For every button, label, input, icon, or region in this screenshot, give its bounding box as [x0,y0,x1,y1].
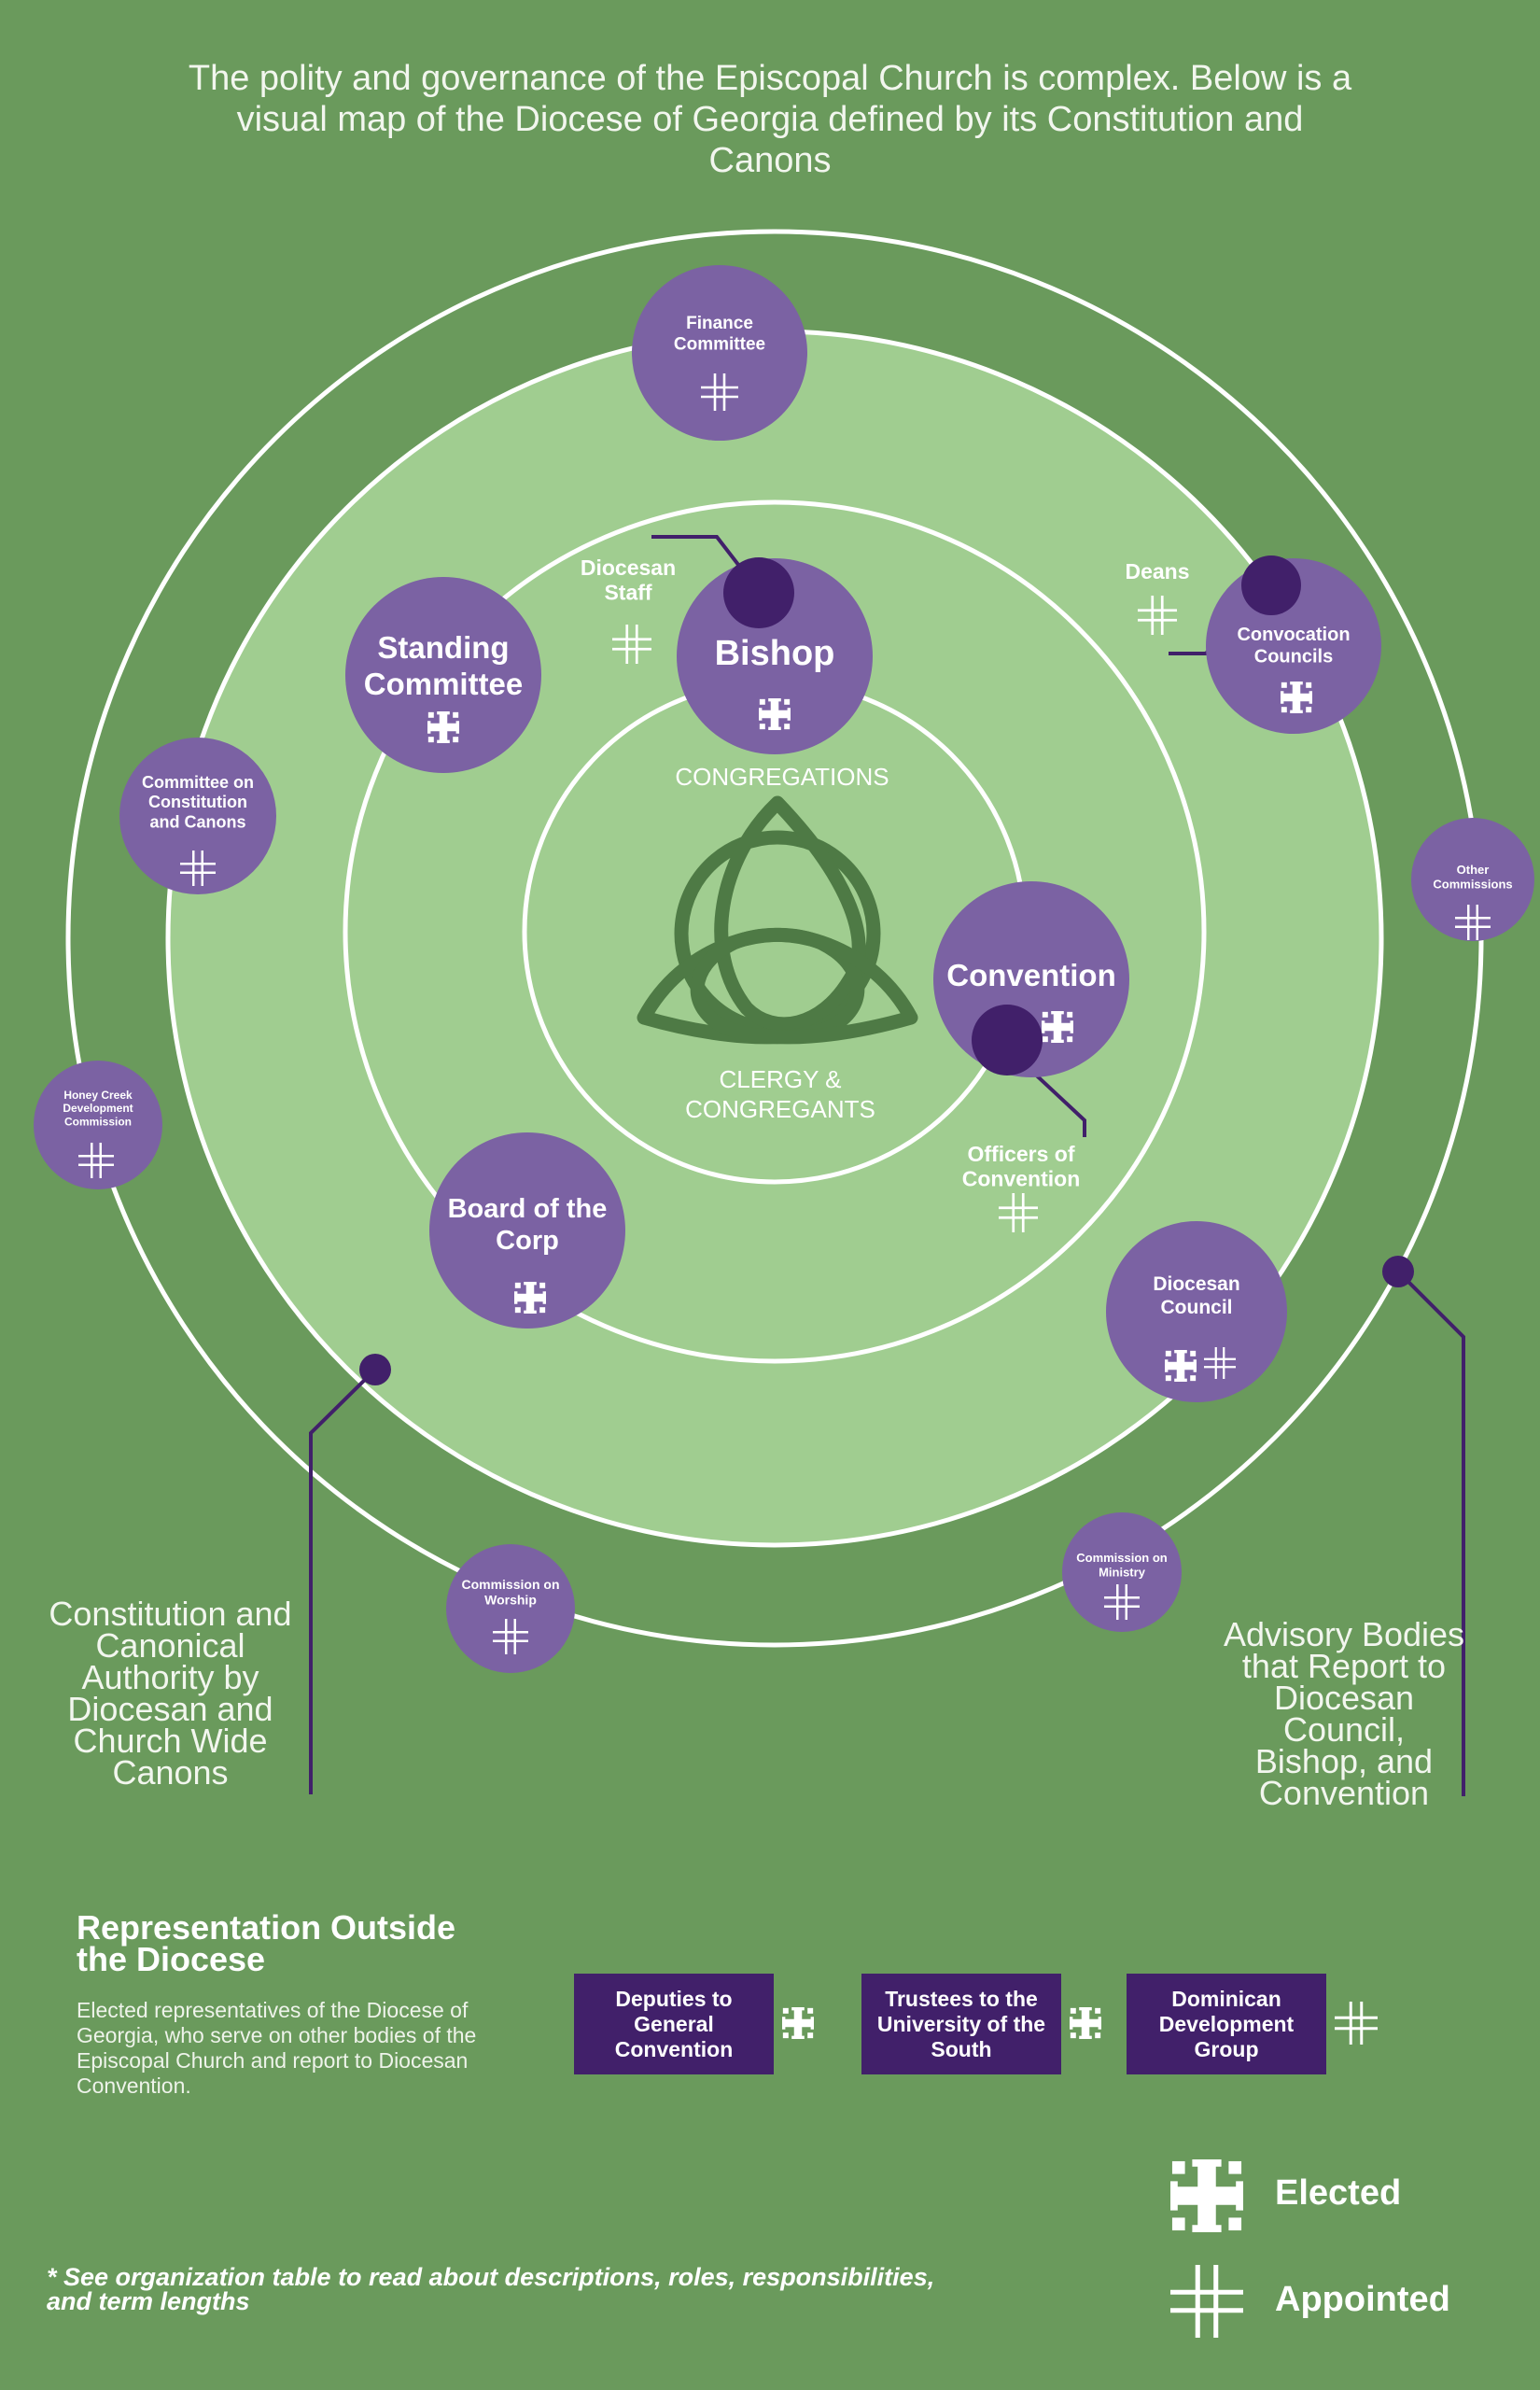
legend-elected-label: Elected [1275,2173,1402,2213]
elected-cross-icon [1281,682,1312,713]
callout-dot [723,557,794,628]
intro-text: The polity and governance of the Episcop… [188,59,1352,180]
dominican-box: Dominican Development Group [1127,1974,1326,2074]
elected-cross-icon [1165,1350,1197,1382]
node-circle [632,265,807,441]
middle-ring [343,499,1207,1364]
node-label: Bishop [715,634,835,673]
deputies-label: Deputies to General Convention [614,1986,734,2061]
node-circle [446,1544,575,1673]
trinity-knot-icon [637,795,918,1045]
elected-cross-icon [427,711,459,743]
node-circle [34,1061,162,1189]
representation-description: Elected representatives of the Diocese o… [77,1998,477,2098]
legend-appointed-label: Appointed [1275,2280,1450,2319]
node-circle [1106,1221,1287,1402]
clergy-label: CLERGY &CONGREGANTS [685,1065,875,1123]
elected-cross-icon [514,1282,546,1314]
node-circle [677,558,873,754]
node-circle [429,1132,625,1329]
representation-title: Representation Outside the Diocese [77,1908,456,1978]
node-circle [1411,818,1534,941]
trustees-box: Trustees to the University of the South [861,1974,1061,2074]
canonical-authority-label: Constitution and Canonical Authority by … [49,1595,292,1792]
node-label: Convention [946,958,1115,992]
congregations-label: CONGREGATIONS [675,763,889,791]
node-circle [1062,1512,1182,1632]
node-circle [119,738,276,894]
advisory-bodies-label: Advisory Bodies that Report to Diocesan … [1223,1615,1465,1812]
callout-dot [359,1354,391,1385]
trustees-label: Trustees to the University of the South [876,1986,1046,2061]
deputies-box: Deputies to General Convention [574,1974,774,2074]
dominican-label: Dominican Development Group [1158,1986,1295,2061]
callout-dot [1382,1256,1414,1287]
elected-cross-icon [759,698,791,730]
callout-dot [972,1005,1043,1076]
deans-label: Deans [1125,559,1189,583]
elected-cross-icon [1042,1011,1073,1043]
footnote: * See organization table to read about d… [47,2263,935,2315]
callout-dot [1241,555,1301,615]
bishop-node: Bishop [677,558,873,754]
node-circle [345,577,541,773]
